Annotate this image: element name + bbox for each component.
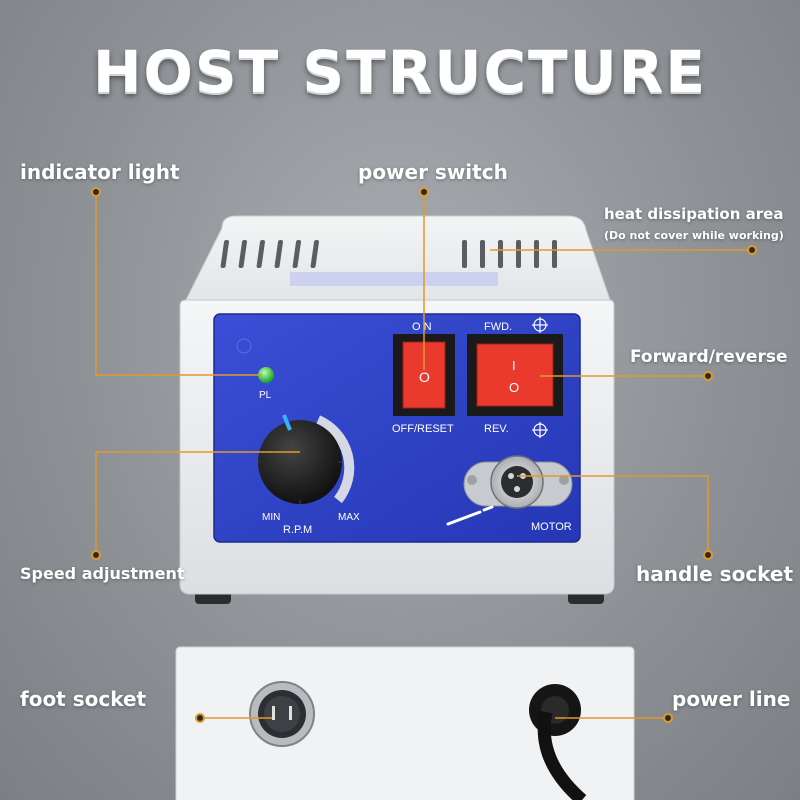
power-cord xyxy=(537,710,587,800)
handpiece-icon xyxy=(446,505,494,526)
min-label: MIN xyxy=(262,512,280,523)
rpm-label: R.P.M xyxy=(283,524,312,536)
on-label: O N xyxy=(412,321,432,333)
callout-dots xyxy=(91,187,757,723)
speed-knob xyxy=(258,420,342,504)
callout-lines xyxy=(95,192,752,719)
fwd-rev-off-mark: O xyxy=(509,380,519,395)
knob-pointer xyxy=(282,414,292,431)
rev-rotation-icon xyxy=(532,422,548,438)
fwd-label: FWD. xyxy=(484,321,512,333)
control-panel: PL O N O OFF/RESET FWD. I O REV. xyxy=(213,313,581,543)
power-switch-mark: O xyxy=(419,369,430,385)
label-power-line: power line xyxy=(672,687,791,711)
label-indicator-light: indicator light xyxy=(20,160,180,184)
label-forward-reverse: Forward/reverse xyxy=(630,347,788,367)
pl-label: PL xyxy=(259,390,272,401)
rev-label: REV. xyxy=(484,423,509,435)
fwd-rev-on-mark: I xyxy=(512,358,516,373)
motor-label: MOTOR xyxy=(531,521,572,533)
label-handle-socket: handle socket xyxy=(636,562,794,586)
indicator-led xyxy=(258,367,274,383)
off-reset-label: OFF/RESET xyxy=(392,423,454,435)
fwd-rotation-icon xyxy=(532,317,548,333)
page-title: HOST STRUCTURE xyxy=(93,38,707,106)
label-heat-dissipation: heat dissipation area xyxy=(604,205,784,223)
label-foot-socket: foot socket xyxy=(20,687,147,711)
label-speed-adjustment: Speed adjustment xyxy=(20,564,185,583)
label-power-switch: power switch xyxy=(358,160,508,184)
rear-panel xyxy=(175,646,635,800)
label-heat-note: (Do not cover while working) xyxy=(604,229,784,242)
max-label: MAX xyxy=(338,512,360,523)
